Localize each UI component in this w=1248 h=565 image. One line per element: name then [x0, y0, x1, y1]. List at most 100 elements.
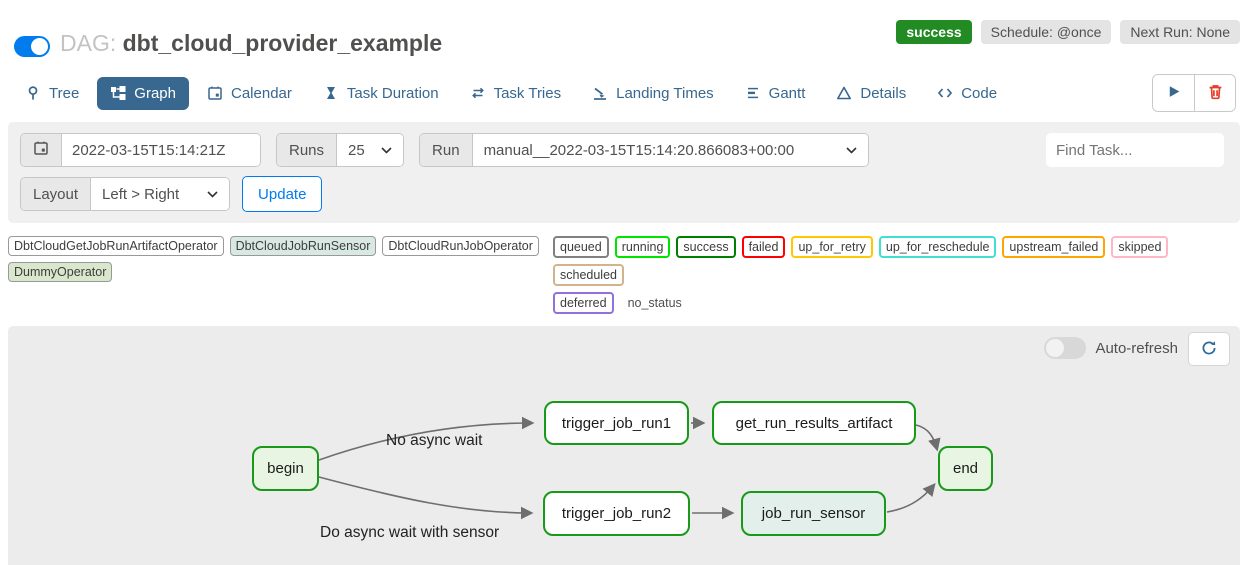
layout-group: Layout Left > Right	[20, 177, 231, 211]
repeat-icon	[470, 85, 486, 101]
tab-label: Details	[860, 84, 907, 102]
calendar-icon	[207, 85, 223, 101]
graph-node-trigger_job_run2[interactable]: trigger_job_run2	[543, 491, 690, 536]
layout-select[interactable]: Left > Right	[91, 178, 230, 210]
tab-task-duration[interactable]: Task Duration	[310, 77, 452, 110]
status-badge: failed	[741, 236, 786, 258]
num-runs-group: Runs 25	[276, 133, 405, 167]
edge-begin-to-trigger_job_run1	[318, 416, 535, 461]
gantt-icon	[745, 85, 761, 101]
tab-label: Graph	[134, 84, 176, 102]
dag-header: DAG: dbt_cloud_provider_example success …	[0, 0, 1248, 74]
status-badge: scheduled	[553, 264, 624, 286]
schedule-badge: Schedule: @once	[980, 20, 1112, 44]
pin-icon	[25, 85, 41, 101]
calendar-icon	[33, 140, 49, 160]
auto-refresh-control: Auto-refresh	[1044, 337, 1178, 359]
graph-node-get_run_results_artifact[interactable]: get_run_results_artifact	[712, 401, 916, 445]
next-run-badge: Next Run: None	[1120, 20, 1240, 44]
dag-pause-toggle[interactable]	[14, 36, 50, 57]
layout-value: Left > Right	[102, 185, 180, 203]
update-button[interactable]: Update	[242, 176, 323, 212]
tab-label: Code	[961, 84, 998, 102]
edge-job_run_sensor-to-end	[886, 483, 936, 513]
graph-node-job_run_sensor[interactable]: job_run_sensor	[741, 491, 886, 536]
graph-filter-panel: Runs 25 Run manual__2022-03-15T15:14:20.…	[8, 122, 1240, 223]
view-tabs: Tree Graph Calendar Task Duration Task Tries…	[0, 74, 1248, 112]
status-badge: deferred	[553, 292, 614, 314]
node-label: trigger_job_run1	[561, 414, 672, 432]
landing-icon	[592, 85, 608, 101]
num-runs-select[interactable]: 25	[337, 134, 404, 166]
tab-gantt[interactable]: Gantt	[732, 77, 819, 110]
tab-code[interactable]: Code	[924, 77, 1010, 110]
no-status-label: no_status	[627, 296, 682, 310]
node-label: get_run_results_artifact	[735, 414, 893, 432]
status-badge: up_for_retry	[791, 236, 873, 258]
auto-refresh-toggle[interactable]	[1044, 337, 1087, 359]
chevron-down-icon	[207, 190, 218, 198]
run-label: Run	[420, 134, 473, 166]
tab-label: Landing Times	[616, 84, 714, 102]
tab-label: Task Duration	[346, 84, 439, 102]
node-label: trigger_job_run2	[561, 505, 672, 522]
code-icon	[937, 85, 953, 101]
edge-label: Do async wait with sensor	[320, 524, 500, 541]
status-badge: queued	[553, 236, 609, 258]
base-date-input[interactable]	[62, 134, 260, 166]
node-label: end	[952, 460, 979, 477]
tab-calendar[interactable]: Calendar	[194, 77, 305, 110]
toggle-knob	[31, 38, 48, 55]
delete-dag-button[interactable]	[1194, 75, 1235, 111]
dag-status-badge: success	[896, 20, 972, 44]
run-value: manual__2022-03-15T15:14:20.866083+00:00	[483, 141, 795, 159]
status-badge: running	[614, 236, 671, 258]
triangle-icon	[836, 85, 852, 101]
trigger-dag-button[interactable]	[1153, 75, 1194, 111]
status-badge: skipped	[1111, 236, 1169, 258]
find-task-input[interactable]	[1046, 133, 1224, 167]
num-runs-value: 25	[348, 141, 365, 159]
tab-graph[interactable]: Graph	[97, 76, 189, 110]
graph-node-end[interactable]: end	[938, 446, 993, 491]
node-label: job_run_sensor	[761, 505, 866, 522]
run-select[interactable]: manual__2022-03-15T15:14:20.866083+00:00	[472, 134, 868, 166]
runs-label: Runs	[277, 134, 338, 166]
chevron-down-icon	[845, 146, 857, 154]
base-date-group	[20, 133, 261, 167]
edge-begin-to-trigger_job_run2	[318, 476, 534, 520]
chevron-down-icon	[381, 146, 392, 154]
node-label: begin	[267, 460, 304, 477]
graph-node-begin[interactable]: begin	[252, 446, 319, 491]
play-icon	[1165, 83, 1182, 103]
status-badge: upstream_failed	[1002, 236, 1106, 258]
tab-task-tries[interactable]: Task Tries	[457, 77, 575, 110]
status-badge: up_for_reschedule	[878, 236, 997, 258]
operator-badge: DbtCloudGetJobRunArtifactOperator	[8, 236, 224, 256]
header-badges: success Schedule: @once Next Run: None	[896, 20, 1240, 44]
operator-badge: DummyOperator	[8, 262, 113, 282]
refresh-icon	[1201, 340, 1217, 359]
edge-label: No async wait	[386, 432, 483, 449]
tab-label: Task Tries	[493, 84, 562, 102]
refresh-button[interactable]	[1188, 332, 1230, 366]
tab-details[interactable]: Details	[823, 77, 919, 110]
tab-tree[interactable]: Tree	[12, 77, 92, 110]
run-group: Run manual__2022-03-15T15:14:20.866083+0…	[419, 133, 869, 167]
dag-prefix-label: DAG:	[60, 30, 117, 56]
tab-label: Calendar	[231, 84, 292, 102]
toggle-knob	[1046, 339, 1065, 357]
tab-label: Tree	[49, 84, 80, 102]
dag-name: dbt_cloud_provider_example	[122, 30, 443, 56]
tab-label: Gantt	[768, 84, 806, 102]
hourglass-icon	[323, 85, 339, 101]
dag-graph-panel: Auto-refresh begin trigger_job_run1 get_ru…	[8, 326, 1240, 565]
calendar-addon[interactable]	[21, 134, 62, 166]
page-title: DAG: dbt_cloud_provider_example	[60, 30, 442, 57]
tab-landing-times[interactable]: Landing Times	[579, 77, 727, 110]
trash-icon	[1207, 83, 1224, 103]
status-badge: success	[676, 236, 736, 258]
graph-icon	[110, 85, 126, 101]
graph-node-trigger_job_run1[interactable]: trigger_job_run1	[544, 401, 689, 445]
